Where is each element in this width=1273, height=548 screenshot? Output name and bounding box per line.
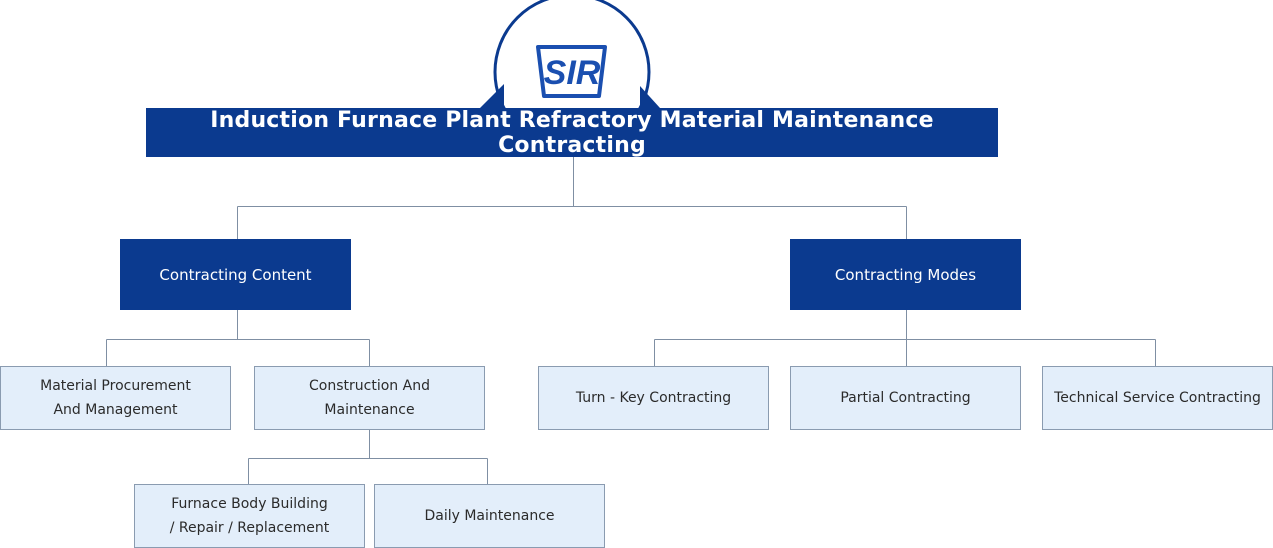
logo-text: SIR <box>544 54 601 92</box>
turn-key-contracting-box: Turn - Key Contracting <box>538 366 769 430</box>
node-label-line: Furnace Body Building <box>171 496 328 512</box>
connector-content <box>106 310 370 366</box>
node-label-line: Construction And <box>309 378 430 394</box>
logo-badge: SIR <box>480 0 670 151</box>
connector-root <box>237 157 907 239</box>
node-label-line: Material Procurement <box>40 378 191 394</box>
connector-construction <box>248 430 488 484</box>
node-label-line: Partial Contracting <box>840 390 971 406</box>
root-title-box: Induction Furnace Plant Refractory Mater… <box>146 107 998 158</box>
page-title: Induction Furnace Plant Refractory Mater… <box>210 107 934 158</box>
logo-ribbon-right <box>640 86 660 108</box>
contracting-modes-box: Contracting Modes <box>790 239 1021 310</box>
sir-logo-icon <box>536 45 607 98</box>
node-label-line: And Management <box>53 402 178 418</box>
connector-modes <box>654 310 1156 366</box>
furnace-body-building-box: Furnace Body Building / Repair / Replace… <box>134 484 365 548</box>
daily-maintenance-box: Daily Maintenance <box>374 484 605 548</box>
node-label-line: Turn - Key Contracting <box>575 390 732 406</box>
contracting-content-label: Contracting Content <box>159 265 312 284</box>
node-label-line: / Repair / Replacement <box>169 520 330 536</box>
contracting-content-box: Contracting Content <box>120 239 351 310</box>
node-label-line: Maintenance <box>324 402 415 418</box>
node-label-line: Daily Maintenance <box>424 508 555 524</box>
logo-ribbon-left <box>480 84 504 108</box>
technical-service-contracting-box: Technical Service Contracting <box>1042 366 1273 430</box>
contracting-modes-label: Contracting Modes <box>834 265 977 284</box>
node-label-line: Technical Service Contracting <box>1054 390 1261 406</box>
construction-maintenance-box: Construction And Maintenance <box>254 366 485 430</box>
material-procurement-box: Material Procurement And Management <box>0 366 231 430</box>
partial-contracting-box: Partial Contracting <box>790 366 1021 430</box>
